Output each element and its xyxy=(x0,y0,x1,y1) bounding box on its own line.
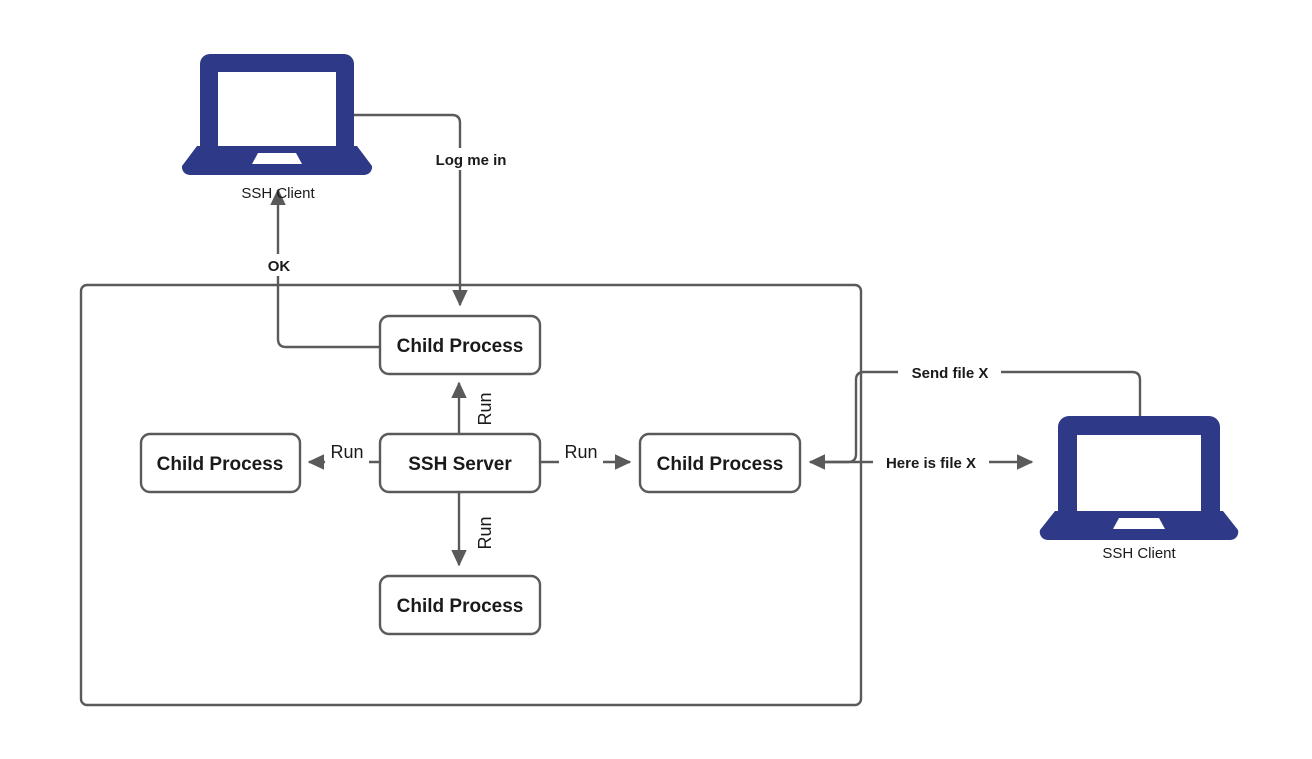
child-left-label: Child Process xyxy=(157,454,284,475)
node-child-right[interactable]: Child Process xyxy=(638,432,802,494)
child-bottom-box[interactable] xyxy=(378,574,542,636)
caption-client-top: SSH Client xyxy=(241,185,315,202)
label-here-is-file-group: Here is file X xyxy=(873,452,989,473)
node-child-top[interactable]: Child Process xyxy=(378,314,542,376)
child-top-label: Child Process xyxy=(397,336,524,357)
label-run-down-group: Run xyxy=(471,511,497,555)
child-left-box[interactable] xyxy=(139,432,302,494)
child-right-box[interactable] xyxy=(638,432,802,494)
label-run-up-group: Run xyxy=(471,387,497,431)
label-run-up: Run xyxy=(475,392,495,425)
label-here-is-file-bg xyxy=(873,452,989,473)
edge-log-me-in xyxy=(352,113,468,307)
label-log-me-in-bg xyxy=(413,148,530,170)
label-run-down: Run xyxy=(475,516,495,549)
label-run-left-group: Run xyxy=(325,438,369,464)
laptop-icon-client-top[interactable] xyxy=(181,54,373,176)
label-ok: OK xyxy=(268,258,291,275)
ssh-server-label: SSH Server xyxy=(408,454,512,475)
child-top-box[interactable] xyxy=(378,314,542,376)
label-ok-bg xyxy=(261,254,297,276)
label-run-right-group: Run xyxy=(559,438,603,464)
label-run-left: Run xyxy=(330,442,363,462)
label-send-file-group: Send file X xyxy=(898,362,1001,383)
node-child-bottom[interactable]: Child Process xyxy=(378,574,542,636)
node-child-left[interactable]: Child Process xyxy=(139,432,302,494)
laptop-trackpad-notch-right xyxy=(1113,518,1165,529)
label-run-down-bg xyxy=(471,511,497,555)
ssh-server-box[interactable] xyxy=(378,432,542,494)
child-right-label: Child Process xyxy=(657,454,784,475)
laptop-screen-frame-right xyxy=(1058,416,1220,515)
label-here-is-file: Here is file X xyxy=(886,455,976,472)
node-ssh-server[interactable]: SSH Server xyxy=(378,432,542,494)
label-send-file: Send file X xyxy=(912,365,989,382)
label-run-left-bg xyxy=(325,438,369,464)
label-run-right: Run xyxy=(564,442,597,462)
laptop-icon-client-right[interactable] xyxy=(1039,416,1239,541)
label-log-me-in-group: Log me in xyxy=(413,148,530,170)
label-ok-group: OK xyxy=(261,254,297,276)
caption-client-right: SSH Client xyxy=(1102,545,1176,562)
laptop-screen-frame-top xyxy=(200,54,354,150)
label-log-me-in: Log me in xyxy=(436,152,507,169)
label-run-right-bg xyxy=(559,438,603,464)
laptop-trackpad-notch-top xyxy=(252,153,302,164)
label-send-file-bg xyxy=(898,362,1001,383)
server-boundary xyxy=(79,283,863,707)
edge-ok xyxy=(270,188,380,349)
label-run-up-bg xyxy=(471,387,497,431)
child-bottom-label: Child Process xyxy=(397,596,524,617)
